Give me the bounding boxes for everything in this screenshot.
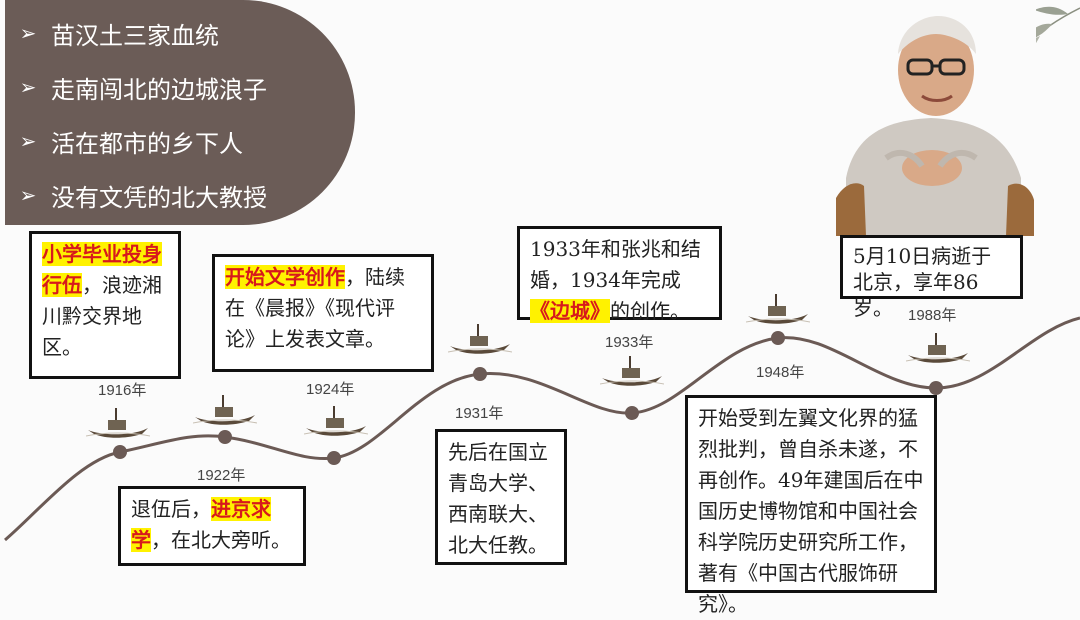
event-text: 退伍后， xyxy=(131,497,211,521)
year-label: 1931年 xyxy=(455,402,503,423)
node-1988 xyxy=(929,381,943,395)
boat-icon xyxy=(86,406,150,440)
panel-item-label: 苗汉土三家血统 xyxy=(51,16,219,51)
panel-item-label: 没有文凭的北大教授 xyxy=(51,178,267,213)
event-text: 1933年和张兆和结婚，1934年完成 xyxy=(530,237,701,292)
arrow-right-icon: ➢ xyxy=(5,129,51,153)
arrow-right-icon: ➢ xyxy=(5,21,51,45)
panel-item: ➢ 苗汉土三家血统 xyxy=(5,6,355,60)
boat-icon xyxy=(906,331,970,365)
event-text: ，在北大旁听。 xyxy=(151,528,291,552)
event-box-1922: 退伍后，进京求学，在北大旁听。 xyxy=(118,486,306,566)
event-text: 开始受到左翼文化界的猛烈批判，曾自杀未遂，不再创作。49年建国后在中国历史博物馆… xyxy=(698,406,923,616)
arrow-right-icon: ➢ xyxy=(5,183,51,207)
node-1933 xyxy=(625,406,639,420)
portrait-image xyxy=(826,8,1036,236)
boat-icon xyxy=(448,322,512,356)
arrow-right-icon: ➢ xyxy=(5,75,51,99)
node-1916 xyxy=(113,445,127,459)
panel-item: ➢ 走南闯北的边城浪子 xyxy=(5,60,355,114)
panel-item-label: 活在都市的乡下人 xyxy=(51,124,243,159)
node-1948 xyxy=(771,331,785,345)
node-1931 xyxy=(473,367,487,381)
boat-icon xyxy=(600,354,664,388)
boat-icon xyxy=(304,404,368,438)
event-text: 的创作。 xyxy=(610,299,690,323)
year-label: 1948年 xyxy=(756,361,804,382)
event-text: 先后在国立青岛大学、西南联大、北大任教。 xyxy=(448,440,548,557)
event-box-1924: 开始文学创作，陆续在《晨报》《现代评论》上发表文章。 xyxy=(212,254,434,372)
year-label: 1924年 xyxy=(306,378,354,399)
slide: ➢ 苗汉土三家血统 ➢ 走南闯北的边城浪子 ➢ 活在都市的乡下人 ➢ 没有文凭的… xyxy=(0,0,1080,600)
year-label: 1988年 xyxy=(908,304,956,325)
event-highlight: 开始文学创作 xyxy=(225,265,345,289)
panel-item-label: 走南闯北的边城浪子 xyxy=(51,70,267,105)
year-label: 1916年 xyxy=(98,379,146,400)
event-box-1916: 小学毕业投身行伍，浪迹湘川黔交界地区。 xyxy=(29,231,181,379)
panel-item: ➢ 活在都市的乡下人 xyxy=(5,114,355,168)
event-box-1988: 5月10日病逝于北京，享年86岁。 xyxy=(840,235,1023,299)
event-box-1948: 开始受到左翼文化界的猛烈批判，曾自杀未遂，不再创作。49年建国后在中国历史博物馆… xyxy=(685,395,937,593)
event-highlight: 《边城》 xyxy=(530,299,610,323)
identity-panel: ➢ 苗汉土三家血统 ➢ 走南闯北的边城浪子 ➢ 活在都市的乡下人 ➢ 没有文凭的… xyxy=(5,0,355,225)
boat-icon xyxy=(746,292,810,326)
event-box-1931: 先后在国立青岛大学、西南联大、北大任教。 xyxy=(435,429,567,565)
node-1922 xyxy=(218,430,232,444)
node-1924 xyxy=(327,451,341,465)
boat-icon xyxy=(193,393,257,427)
year-label: 1933年 xyxy=(605,331,653,352)
panel-item: ➢ 没有文凭的北大教授 xyxy=(5,168,355,222)
year-label: 1922年 xyxy=(197,464,245,485)
event-box-1933: 1933年和张兆和结婚，1934年完成《边城》的创作。 xyxy=(517,226,722,320)
